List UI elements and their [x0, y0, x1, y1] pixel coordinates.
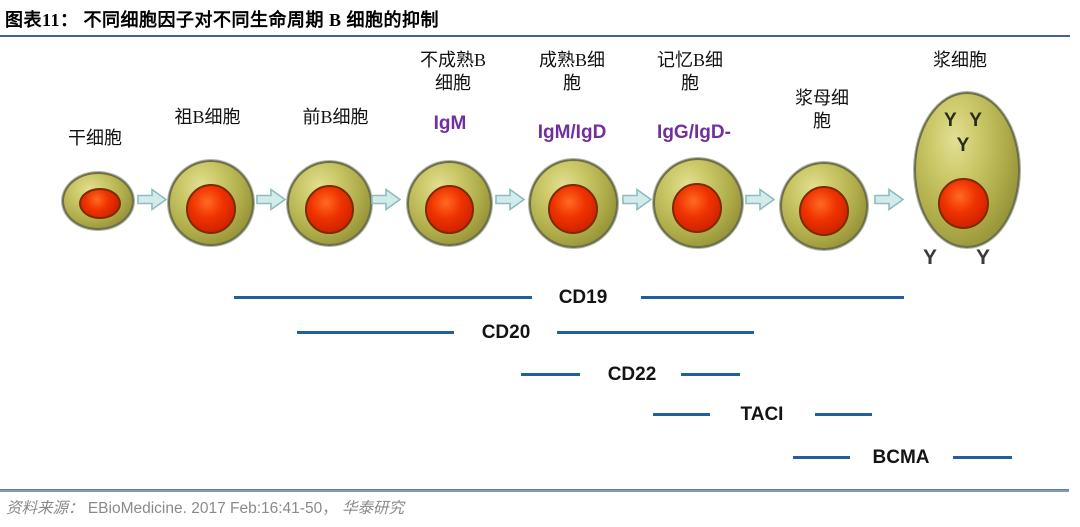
cell-mature-b	[529, 159, 618, 248]
cell-nucleus	[548, 184, 598, 234]
marker-line	[793, 456, 850, 459]
stage-label-pre-b-cell: 前B细胞	[302, 107, 369, 127]
ig-label-igg-igd: IgG/IgD-	[657, 122, 731, 143]
cell-nucleus	[79, 188, 121, 219]
arrow-right-icon	[256, 188, 286, 211]
arrow-right-icon	[137, 188, 167, 211]
cell-nucleus	[425, 185, 474, 234]
cell-nucleus	[938, 178, 989, 229]
arrow-right-icon	[745, 188, 775, 211]
source-line: 资料来源： EBioMedicine. 2017 Feb:16:41-50， 华…	[6, 496, 404, 518]
antibody-y-icon-right: Y	[975, 246, 990, 269]
cell-pro-b	[168, 160, 254, 246]
marker-line	[234, 296, 532, 299]
cell-nucleus	[799, 186, 849, 236]
marker-bar-label: CD22	[607, 364, 657, 385]
stage-label-plasmablast: 浆母细 胞	[795, 88, 849, 131]
arrow-right-icon	[495, 188, 525, 211]
stage-label-memory-b-cell: 记忆B细 胞	[656, 50, 723, 93]
cell-memory-b	[653, 158, 743, 248]
marker-line	[681, 373, 740, 376]
title-underline	[0, 35, 1070, 37]
arrow-right-icon	[371, 188, 401, 211]
marker-line	[297, 331, 454, 334]
footer-divider	[0, 489, 1069, 492]
stage-label-mature-b-cell: 成熟B细 胞	[538, 50, 605, 93]
source-prefix: 资料来源：	[6, 500, 84, 517]
source-org: 华泰研究	[342, 500, 405, 517]
cell-immature-b	[407, 161, 492, 246]
cell-plasmablast	[780, 162, 868, 250]
marker-bar-label: CD19	[558, 287, 608, 308]
marker-line	[521, 373, 580, 376]
marker-bar-label: TACI	[740, 404, 784, 425]
source-citation: EBioMedicine. 2017 Feb:16:41-50，	[87, 500, 338, 517]
cell-pre-b	[287, 161, 372, 246]
figure-title: 图表11： 不同细胞因子对不同生命周期 B 细胞的抑制	[5, 10, 440, 30]
stage-label-immature-b-cell: 不成熟B 细胞	[419, 50, 486, 93]
marker-line	[653, 413, 710, 416]
cell-nucleus	[305, 185, 354, 234]
ig-label-igm: IgM	[433, 113, 467, 134]
marker-line	[953, 456, 1012, 459]
antibody-y-icons-inside: Y Y Y	[944, 110, 986, 156]
antibody-y-icon-left: Y	[922, 246, 937, 269]
cell-nucleus	[186, 184, 236, 234]
marker-line	[641, 296, 904, 299]
ig-label-igm-igd: IgM/IgD	[537, 122, 607, 143]
arrow-right-icon	[874, 188, 904, 211]
stage-label-plasma-cell: 浆细胞	[933, 50, 987, 70]
cell-plasma	[914, 92, 1020, 248]
stage-label-pro-b-cell: 祖B细胞	[174, 107, 241, 127]
marker-bar-label: CD20	[481, 322, 531, 343]
stage-label-stem-cell: 干细胞	[68, 128, 122, 148]
cell-nucleus	[672, 183, 722, 233]
marker-line	[815, 413, 872, 416]
marker-line	[557, 331, 754, 334]
marker-bar-label: BCMA	[872, 447, 930, 468]
arrow-right-icon	[622, 188, 652, 211]
cell-stem	[62, 172, 134, 230]
